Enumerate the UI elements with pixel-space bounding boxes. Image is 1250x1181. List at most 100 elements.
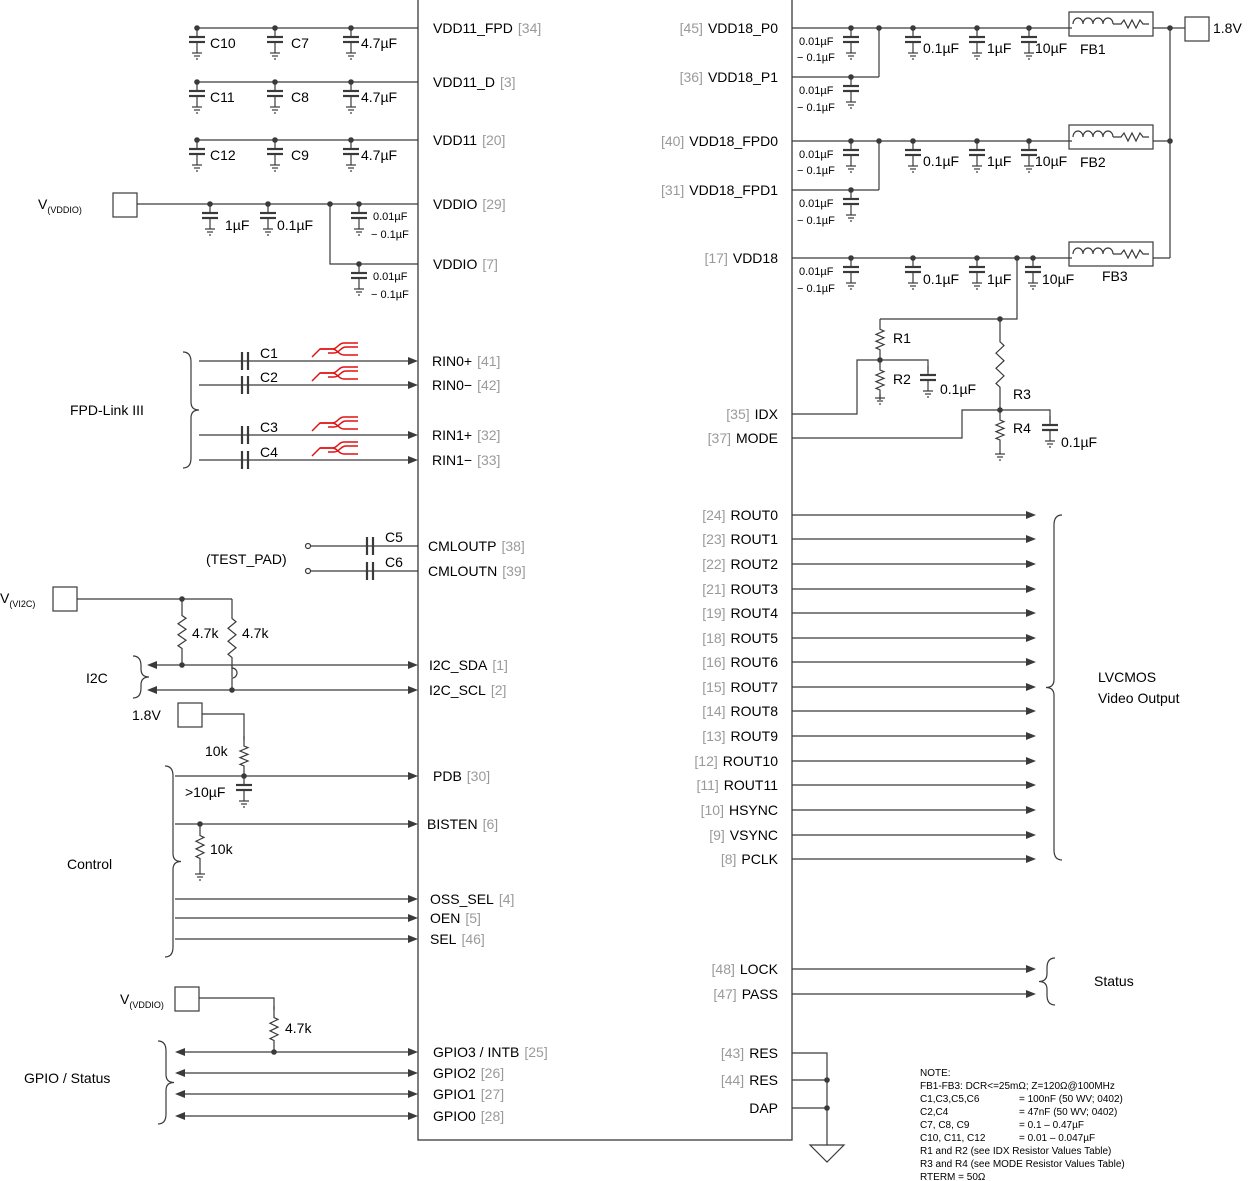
left-pin-label: GPIO1[27] [433,1086,504,1102]
right-pin-label: [40]VDD18_FPD0 [661,133,778,149]
cap-value: 1µF [987,40,1011,56]
left-pin-label: GPIO2[26] [433,1065,504,1081]
lvcmos-label-2: Video Output [1098,690,1180,706]
bisten-arrow [175,820,418,828]
test-pad-label: (TEST_PAD) [206,551,287,567]
decoupling-capacitor [343,140,359,172]
ground-symbol [1045,437,1055,448]
pullup-resistor [176,599,188,665]
pin-number: [16] [702,654,725,670]
pin-name: PCLK [741,851,778,867]
pin-number: [8] [721,851,737,867]
pin-number: [5] [465,910,481,926]
pin-name: MODE [736,430,778,446]
right-pin-label: [23]ROUT1 [702,531,778,547]
right-pin-label: [21]ROUT3 [702,581,778,597]
cap-label-c6: C6 [385,554,403,570]
fpd-link-label: FPD-Link III [70,402,144,418]
left-pin-label: GPIO3 / INTB [25] [433,1044,548,1060]
idx-capacitor [920,366,936,398]
cap-range [351,204,367,236]
cap-label-c8: C8 [291,89,309,105]
note-line: RTERM = 50Ω [920,1172,986,1181]
left-pin-label: RIN0+[41] [432,353,500,369]
ferrite-label: FB1 [1080,41,1106,57]
ground-symbol [270,103,280,114]
v18-supply-box-right [1184,16,1210,42]
ground-symbol [192,49,202,60]
left-pin-label: OSS_SEL[4] [430,891,514,907]
mode-capacitor [1042,416,1058,448]
video-output-arrow [792,585,1036,593]
ground-symbol [354,225,364,236]
cap-range [843,258,859,290]
pin-number: [25] [524,1044,547,1060]
ground-symbol [972,49,982,60]
decoupling-capacitor [343,82,359,114]
left-pin-label: CMLOUTN[39] [428,563,526,579]
right-pin-label: [45]VDD18_P0 [680,20,779,36]
right-pin-label: [22]ROUT2 [702,556,778,572]
cap-0.1uF [905,141,921,173]
cap-10uF [1025,258,1041,290]
video-output-arrow [792,683,1036,691]
ground-symbol [972,162,982,173]
video-output-arrow [792,757,1036,765]
vddio-label-sub: (VDDIO) [47,205,82,215]
right-pin-label: [35]IDX [726,406,778,422]
cap-value: 10µF [1035,40,1067,56]
res-value: 10k [205,743,229,759]
ground-symbol [846,98,856,109]
note-line: R1 and R2 (see IDX Resistor Values Table… [920,1146,1111,1157]
left-pin-label: VDD11_D[3] [433,74,516,90]
i2c-label: I2C [86,670,108,686]
pin-name: GPIO3 / INTB [433,1044,519,1060]
vi2c-supply-box [52,586,78,612]
cap-range-top: 0.01µF [799,266,834,278]
pin-name: DAP [749,1100,778,1116]
cap-range-bottom: − 0.1µF [797,215,835,227]
pin-number: [36] [680,69,703,85]
junction-dot [179,662,185,668]
gpio-pullup-resistor [268,1006,280,1052]
pin-number: [6] [483,816,499,832]
video-output-arrow [792,658,1036,666]
note-value: = 0.1 – 0.47µF [1019,1120,1084,1131]
res-label: R4 [1013,420,1031,436]
video-output-arrow [792,831,1036,839]
right-pin-label: [47]PASS [713,986,778,1002]
cap-range-bottom: − 0.1µF [371,229,409,241]
pin-number: [23] [702,531,725,547]
note-key: C7, C8, C9 [920,1120,970,1131]
pin-number: [19] [702,605,725,621]
cap-0.1uF [905,258,921,290]
left-pin-label: BISTEN[6] [427,816,498,832]
pdb-pullup-resistor [238,736,250,776]
pin-name: RIN1+ [432,427,472,443]
cap-range-top: 0.01µF [799,198,834,210]
pin-name: LOCK [740,961,779,977]
differential-pair-icon [311,366,358,382]
pin-number: [7] [482,256,498,272]
ground-symbol [846,279,856,290]
pin-number: [4] [499,891,515,907]
right-pin-label: [15]ROUT7 [702,679,778,695]
fpd-input-arrow [199,357,418,365]
cap-1uF [969,28,985,60]
ground-symbol [192,103,202,114]
pin-number: [46] [461,931,484,947]
fb3-ferrite-bead [1068,241,1154,267]
pin-number: [22] [702,556,725,572]
note-key: C2,C4 [920,1107,949,1118]
pin-name: VDDIO [433,256,477,272]
cap-label-c3: C3 [260,419,278,435]
ground-symbol [908,162,918,173]
pin-number: [47] [713,986,736,1002]
pin-number: [20] [482,132,505,148]
pin-number: [10] [701,802,724,818]
junction-dot [1167,138,1173,144]
video-output-arrow [792,855,1036,863]
ground-symbol [346,49,356,60]
junction-dot [824,1105,830,1111]
